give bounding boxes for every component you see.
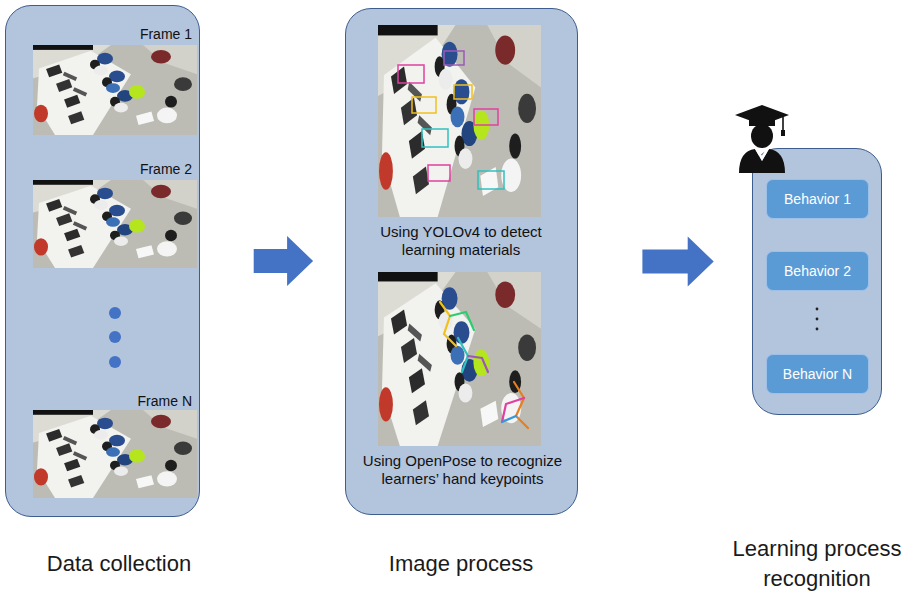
behavior-label: Behavior 2 xyxy=(784,262,851,280)
block-arrow xyxy=(254,236,313,286)
frame-label: Frame 2 xyxy=(140,160,192,178)
stage-title: Image process xyxy=(361,549,561,579)
caption-wrap: Using OpenPose to recognize learners’ ha… xyxy=(355,452,570,488)
caption-wrap: Using YOLOv4 to detect learning material… xyxy=(371,223,551,259)
title-wrap: Image process xyxy=(361,549,561,579)
title-wrap: Data collection xyxy=(19,549,219,579)
frame-label: Frame N xyxy=(138,392,192,410)
behavior-box: Behavior 2 xyxy=(766,251,869,291)
image-caption: Using YOLOv4 to detect learning material… xyxy=(371,223,551,259)
behavior-box: Behavior 1 xyxy=(766,179,869,219)
frame-label: Frame 1 xyxy=(140,25,192,43)
pose-photo xyxy=(378,272,541,446)
image-caption: Using OpenPose to recognize learners’ ha… xyxy=(355,452,570,488)
frame-label-wrap: Frame N xyxy=(138,392,192,410)
block-arrow xyxy=(642,237,713,287)
behavior-label: Behavior N xyxy=(783,365,852,383)
classroom-photo xyxy=(33,180,197,268)
stage-title: Learning process recognition xyxy=(722,534,912,591)
title-wrap: Learning process recognition xyxy=(722,534,912,591)
stage-panel: Learning process recognitionBehavior 1Be… xyxy=(752,148,882,415)
frame-label-wrap: Frame 1 xyxy=(140,25,192,43)
classroom-photo xyxy=(33,410,197,498)
behavior-box: Behavior N xyxy=(766,354,869,394)
stage-title: Data collection xyxy=(19,549,219,579)
detection-photo xyxy=(378,25,541,217)
graduate-icon xyxy=(733,103,791,173)
behavior-label: Behavior 1 xyxy=(784,190,851,208)
frame-label-wrap: Frame 2 xyxy=(140,160,192,178)
classroom-photo xyxy=(33,45,197,135)
